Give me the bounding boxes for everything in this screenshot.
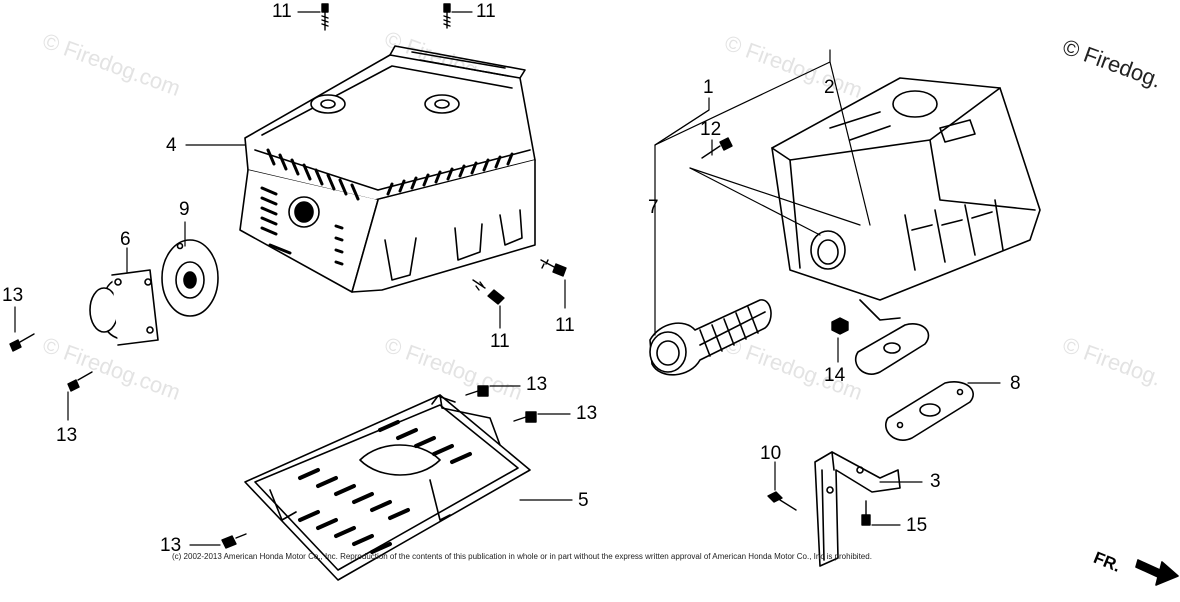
callout-13: 13 xyxy=(576,403,598,424)
callout-8: 8 xyxy=(1010,373,1021,394)
callout-14: 14 xyxy=(824,365,846,386)
muffler-bracket-part xyxy=(814,451,901,567)
muffler-protector-part xyxy=(239,45,536,293)
callout-12: 12 xyxy=(700,119,722,140)
callout-13: 13 xyxy=(56,425,78,446)
callout-2: 2 xyxy=(824,77,835,98)
callout-15: 15 xyxy=(906,515,928,536)
callout-13: 13 xyxy=(2,285,24,306)
callout-3: 3 xyxy=(930,471,941,492)
front-arrow-icon xyxy=(1135,559,1179,586)
callout-4: 4 xyxy=(166,135,177,156)
callout-11: 11 xyxy=(476,1,496,22)
copyright-notice: (c) 2002-2013 American Honda Motor Co., … xyxy=(172,552,872,561)
callout-5: 5 xyxy=(578,490,589,511)
callout-13: 13 xyxy=(526,374,548,395)
callout-7: 7 xyxy=(648,197,659,218)
spark-arrester-part xyxy=(89,269,159,346)
gasket-part xyxy=(161,239,219,317)
muffler-gasket-part xyxy=(885,381,974,441)
callout-9: 9 xyxy=(179,199,190,220)
muffler-protector-tray-part xyxy=(244,394,531,581)
callout-11: 11 xyxy=(555,315,575,336)
muffler-part xyxy=(771,77,1041,321)
callout-10: 10 xyxy=(760,443,782,464)
leader-lines xyxy=(14,11,1001,546)
bolt-fasteners xyxy=(9,3,871,549)
callout-13: 13 xyxy=(160,535,182,556)
exhaust-pipe-part xyxy=(649,299,772,376)
callout-11: 11 xyxy=(272,1,292,22)
callout-1: 1 xyxy=(703,77,714,98)
callout-11: 11 xyxy=(490,331,510,352)
callout-6: 6 xyxy=(120,229,131,250)
